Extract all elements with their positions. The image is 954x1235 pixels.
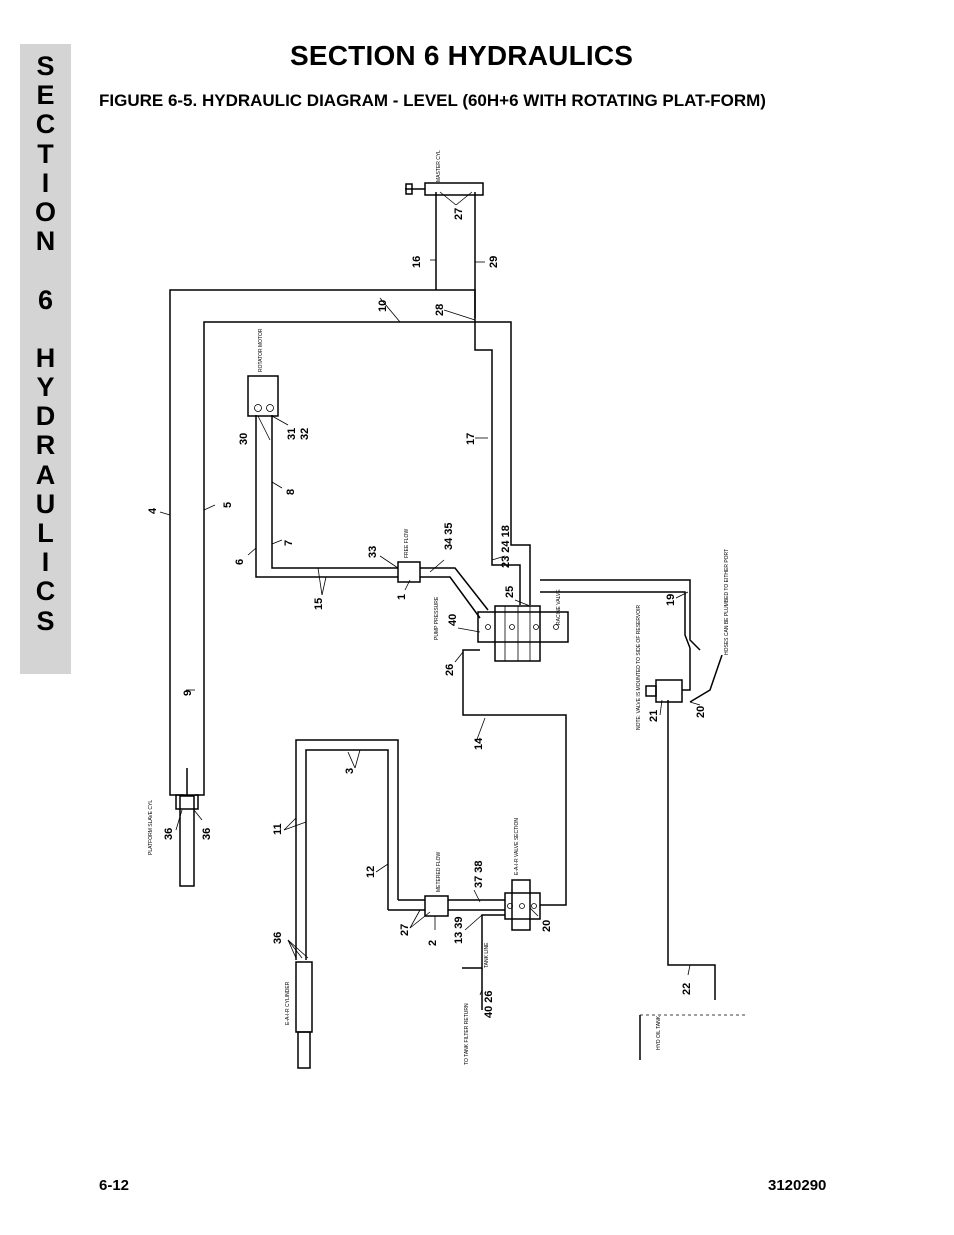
callout-16: 16 (411, 256, 423, 268)
callout-8: 8 (285, 489, 297, 495)
callout-32: 32 (299, 428, 311, 440)
callout-12: 12 (365, 866, 377, 878)
callout-40-26: 40 26 (483, 990, 495, 1018)
figure-caption: FIGURE 6-5. HYDRAULIC DIAGRAM - LEVEL (6… (99, 91, 766, 110)
callout-7: 7 (283, 540, 295, 546)
side-letter: O (34, 196, 56, 227)
callout-3: 3 (344, 768, 356, 774)
side-letter: Y (36, 372, 55, 403)
callout-21: 21 (648, 710, 660, 722)
tank-valve-block (655, 679, 683, 703)
callout-11: 11 (272, 823, 284, 835)
callout-4: 4 (147, 507, 159, 514)
side-letter: U (35, 488, 56, 519)
callout-leaders (159, 191, 701, 996)
label-pump-pressure: PUMP PRESSURE (434, 596, 440, 640)
label-hyd-oil-tank: HYD OIL TANK (656, 1015, 662, 1050)
callout-6: 6 (234, 559, 246, 565)
page-number: 6-12 (99, 1177, 130, 1194)
callout-15: 15 (313, 598, 325, 610)
side-letter: C (35, 576, 56, 607)
callout-29: 29 (488, 256, 500, 268)
label-racine-valve: RACINE VALVE (556, 589, 562, 625)
component-labels: MASTER CYL ROTATOR MOTOR FREE FLOW PUMP … (148, 150, 730, 1065)
side-letter: D (35, 401, 56, 432)
label-master-cyl: MASTER CYL (436, 150, 442, 182)
section-side-tab: S E C T I O N 6 H Y D R A U L I C S (20, 44, 71, 674)
callout-5: 5 (222, 502, 234, 508)
callout-34-35: 34 35 (443, 522, 455, 550)
callout-36-slave-right: 36 (201, 828, 213, 840)
side-letter: S (36, 51, 55, 81)
callout-14: 14 (473, 737, 485, 750)
callout-30: 30 (238, 433, 250, 445)
callout-9: 9 (182, 690, 194, 696)
document-number: 3120290 (768, 1177, 827, 1194)
callout-2: 2 (427, 940, 439, 946)
label-eair-cylinder: E-A-I-R CYLINDER (285, 981, 291, 1025)
callout-28: 28 (434, 304, 446, 316)
callout-37-38: 37 38 (473, 860, 485, 888)
side-letter: I (41, 167, 50, 198)
callout-20: 20 (695, 706, 707, 718)
label-metered-flow: METERED FLOW (436, 851, 442, 892)
hose-lines (169, 182, 748, 1069)
label-hoses-note: HOSES CAN BE PLUMBED TO EITHER PORT (724, 549, 730, 655)
label-valve-note: NOTE: VALVE IS MOUNTED TO SIDE OF RESERV… (636, 604, 642, 730)
side-letter: N (35, 226, 56, 257)
side-letter: T (37, 138, 54, 169)
metered-flow-valve-block (424, 895, 449, 917)
free-flow-valve-block (397, 561, 421, 583)
callout-22: 22 (681, 983, 693, 995)
callout-31: 31 (286, 428, 298, 440)
callout-20-eair: 20 (541, 920, 553, 932)
label-tank-line: TANK LINE (484, 942, 490, 968)
callout-23-24-18: 23 24 18 (500, 525, 512, 568)
side-letter: L (37, 518, 54, 548)
component-blocks (247, 375, 683, 1060)
page-title: SECTION 6 HYDRAULICS (290, 40, 634, 71)
side-letter: H (35, 342, 56, 373)
side-letter: E (36, 80, 55, 111)
label-platform-slave-cyl: PLATFORM SLAVE CYL (148, 800, 154, 855)
callout-17: 17 (465, 433, 477, 445)
side-letter: I (41, 547, 50, 578)
callout-numbers: 27 16 29 28 10 30 31 32 17 8 4 5 6 7 33 … (147, 208, 707, 1018)
callout-27: 27 (453, 208, 465, 220)
callout-36-slave-left: 36 (163, 828, 175, 840)
rotator-motor-block (247, 375, 279, 417)
callout-13-39: 13 39 (453, 916, 465, 944)
callout-36-cylinder: 36 (272, 932, 284, 944)
callout-25: 25 (504, 586, 516, 598)
side-tab-letters: S E C T I O N 6 H Y D R A U L I C S (20, 51, 71, 636)
side-letter: S (36, 605, 55, 636)
label-eair-valve-section: E-A-I-R VALVE SECTION (514, 818, 520, 875)
label-rotator-motor: ROTATOR MOTOR (258, 328, 264, 372)
callout-19: 19 (665, 594, 677, 606)
callout-10: 10 (377, 300, 389, 312)
side-letter: R (35, 430, 56, 461)
callout-26: 26 (444, 664, 456, 676)
callout-1: 1 (396, 594, 408, 600)
label-to-tank-filter-return: TO TANK FILTER RETURN (464, 1003, 470, 1065)
label-free-flow: FREE FLOW (404, 529, 410, 558)
side-letter: 6 (37, 284, 54, 315)
side-letter: A (35, 459, 56, 490)
eair-valve-block (504, 892, 541, 920)
side-letter: C (35, 109, 56, 140)
racine-valve-block (477, 611, 569, 643)
callout-40: 40 (447, 614, 459, 626)
callout-27-metered: 27 (399, 924, 411, 936)
callout-33: 33 (367, 546, 379, 558)
